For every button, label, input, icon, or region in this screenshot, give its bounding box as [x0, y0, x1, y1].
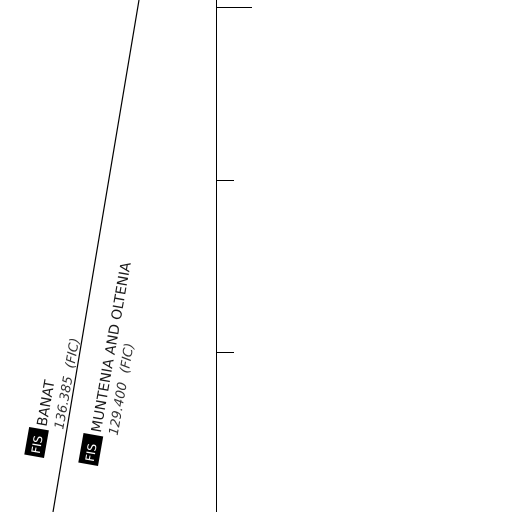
- sector-unit: (FIC): [118, 342, 138, 375]
- fis-badge-bg: [24, 426, 49, 458]
- fis-badge-text: FIS: [29, 434, 46, 454]
- fis-badge-text: FIS: [83, 442, 100, 462]
- sector-label-banat: FIS BANAT 136.385 (FIC): [24, 337, 83, 458]
- sector-label-muntenia-oltenia: FIS MUNTENIA AND OLTENIA 129.400 (FIC): [78, 261, 138, 466]
- sector-unit: (FIC): [63, 337, 83, 370]
- fis-badge-bg: [78, 432, 104, 466]
- fir-boundary-line: [52, 0, 140, 512]
